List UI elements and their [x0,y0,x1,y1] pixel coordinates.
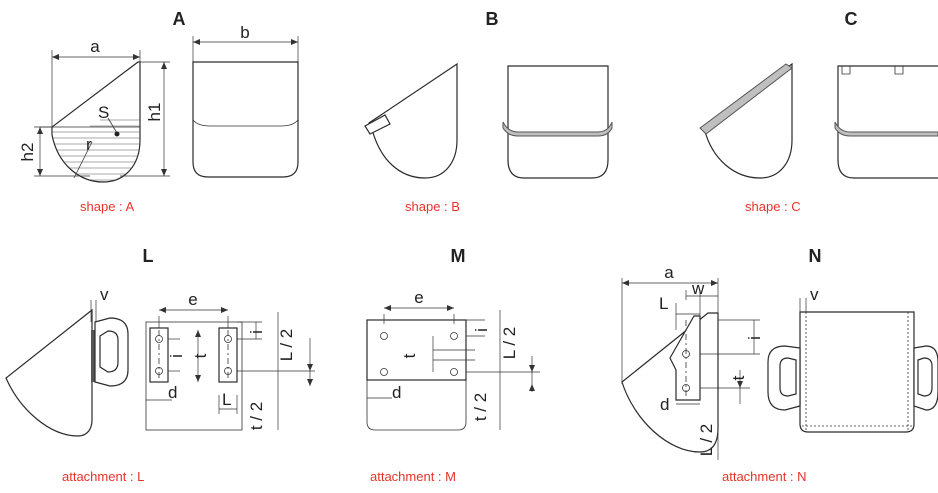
attachment-l-side-view: v [5,285,129,437]
heading-l: L [143,246,154,266]
dim-h1-label: h1 [145,103,164,122]
area-s-label: S [98,103,109,122]
dim-d-label: d [660,395,669,414]
heading-c: C [845,9,858,29]
dim-l-label: L [659,294,668,313]
dim-l-label: L [222,390,231,409]
dim-t-label: t [191,353,210,358]
attachment-n-side-view: a L w i t L / 2 d [621,263,764,460]
dim-b-label: b [240,23,249,42]
shape-b-side-view [364,62,458,179]
dim-a-label: a [90,37,100,56]
caption-attachment-m: attachment : M [370,469,456,484]
dim-i-right-label: i [247,330,266,334]
dim-l-half-label: L / 2 [277,329,296,361]
dim-v-label: v [810,285,819,304]
shape-a-side-view: a h1 h2 S r [18,37,170,183]
shape-b-front-view [502,65,613,179]
dim-d-label: d [392,383,401,402]
shape-c-front-view [834,65,938,179]
attachment-n-front-view: v [767,285,938,433]
radius-r-label: r [86,135,92,154]
dim-e-label: e [188,290,197,309]
dim-t-half-label: t / 2 [247,402,266,430]
dim-d-label: d [168,383,177,402]
dim-v-label: v [100,285,109,304]
attachment-l-front-view: e i t d L i L / 2 t / 2 [145,290,315,431]
caption-shape-c: shape : C [745,199,801,214]
dim-w-label: w [691,279,705,298]
dim-e-label: e [414,288,423,307]
caption-attachment-n: attachment : N [722,469,807,484]
heading-a: A [173,9,186,29]
dim-a-label: a [664,263,674,282]
shape-a-front-view: b [192,23,299,178]
caption-attachment-l: attachment : L [62,469,144,484]
dim-t-half-label: t / 2 [471,393,490,421]
heading-m: M [451,246,466,266]
dim-i-label: i [472,328,491,332]
dim-h2-label: h2 [18,143,37,162]
dim-i-label: i [745,336,764,340]
attachment-m-front-view: e t i L / 2 t / 2 d [366,288,540,431]
shape-c-side-view [699,62,793,179]
caption-shape-a: shape : A [80,199,135,214]
caption-shape-b: shape : B [405,199,460,214]
dim-t-label: t [729,375,748,380]
heading-n: N [809,246,822,266]
dim-l-half-label: L / 2 [500,327,519,359]
dim-t-label: t [400,353,419,358]
dim-i-label: i [167,354,186,358]
dim-l-half-label: L / 2 [697,424,716,456]
heading-b: B [486,9,499,29]
